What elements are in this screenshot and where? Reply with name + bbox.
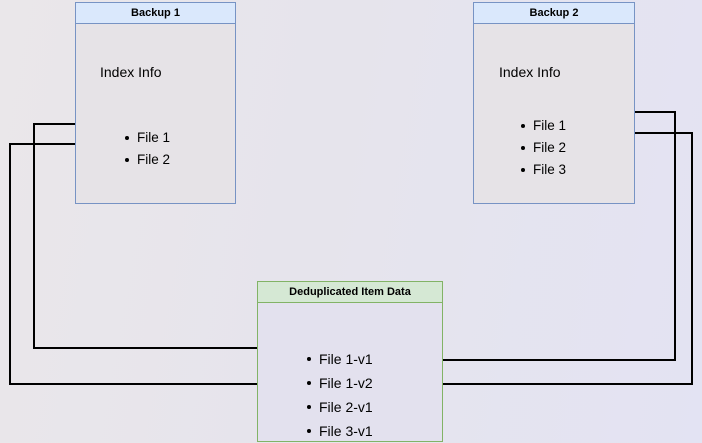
connector-backup2-file2-to-file2v1	[392, 132, 693, 391]
backup-2-index-label: Index Info	[499, 64, 561, 80]
list-item: File 1	[124, 127, 170, 149]
backup-1-file-list: File 1 File 2	[124, 127, 170, 171]
connector-backup1-file2-to-file2v1	[9, 143, 304, 391]
deduplicated-item-data-body: File 1-v1 File 1-v2 File 2-v1 File 3-v1	[258, 303, 442, 441]
list-item: File 1-v2	[306, 371, 373, 395]
backup-2-box[interactable]: Backup 2 Index Info File 1 File 2 File 3	[473, 2, 635, 204]
deduplicated-item-data-box[interactable]: Deduplicated Item Data File 1-v1 File 1-…	[257, 281, 443, 442]
deduplicated-item-list: File 1-v1 File 1-v2 File 2-v1 File 3-v1	[306, 347, 373, 443]
connector-backup2-file1-to-file1v2	[392, 111, 676, 367]
list-item: File 2	[124, 149, 170, 171]
deduplicated-item-data-header: Deduplicated Item Data	[258, 282, 442, 303]
backup-2-header: Backup 2	[474, 3, 634, 24]
list-item: File 2-v1	[306, 395, 373, 419]
list-item: File 1-v1	[306, 347, 373, 371]
backup-1-box[interactable]: Backup 1 Index Info File 1 File 2	[75, 2, 236, 204]
list-item: File 2	[520, 137, 566, 159]
list-item: File 1	[520, 115, 566, 137]
backup-1-index-label: Index Info	[100, 64, 162, 80]
backup-1-body: Index Info File 1 File 2	[76, 24, 235, 203]
backup-2-file-list: File 1 File 2 File 3	[520, 115, 566, 181]
backup-1-header: Backup 1	[76, 3, 235, 24]
list-item: File 3	[520, 159, 566, 181]
backup-2-body: Index Info File 1 File 2 File 3	[474, 24, 634, 203]
list-item: File 3-v1	[306, 419, 373, 443]
